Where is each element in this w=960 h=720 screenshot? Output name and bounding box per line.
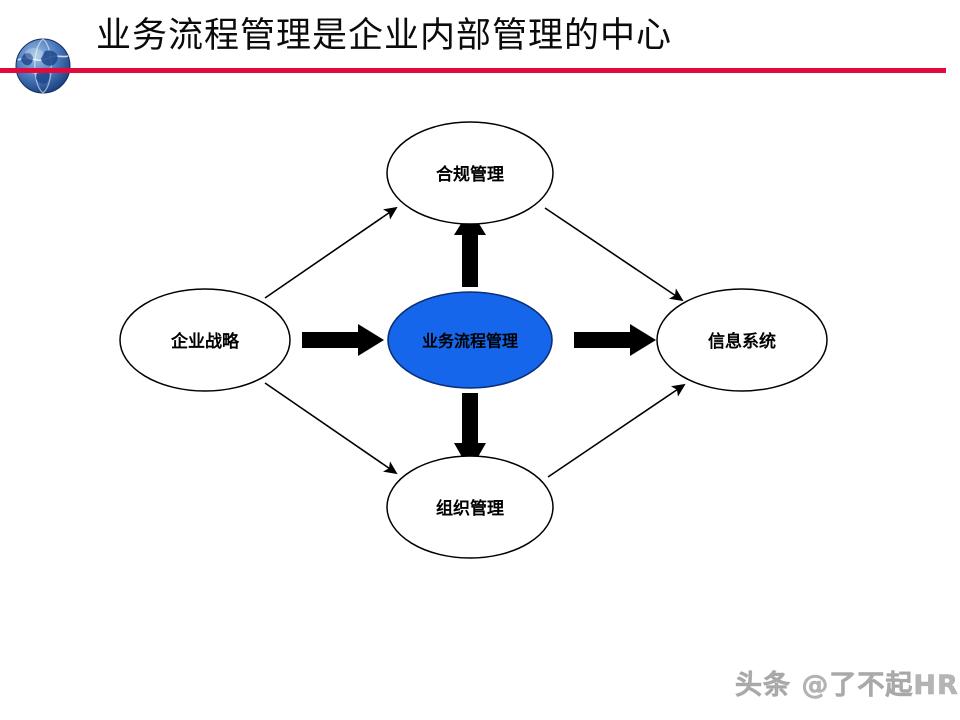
globe-icon: [12, 38, 74, 94]
edge-left-to-bottom: [264, 382, 398, 475]
node-left-label: 企业战略: [170, 331, 240, 352]
edge-bottom-to-right: [547, 383, 686, 478]
edge-center-to-right: [574, 324, 656, 356]
node-center-bpm[interactable]: 业务流程管理: [387, 291, 553, 389]
watermark-text: 头条 @了不起HR: [735, 670, 959, 702]
node-left-strategy[interactable]: 企业战略: [119, 288, 291, 392]
node-right-information-system[interactable]: 信息系统: [656, 288, 828, 392]
node-bottom-label: 组织管理: [436, 498, 504, 519]
node-top-compliance[interactable]: 合规管理: [386, 121, 554, 225]
edge-left-to-center: [302, 324, 384, 356]
page-title: 业务流程管理是企业内部管理的中心: [96, 16, 673, 56]
title-divider-rule: [0, 68, 946, 73]
node-top-label: 合规管理: [436, 164, 504, 185]
edge-top-to-right: [544, 207, 684, 302]
node-center-label: 业务流程管理: [422, 332, 518, 351]
slide-header: 业务流程管理是企业内部管理的中心: [0, 0, 960, 95]
edge-left-to-top: [264, 206, 398, 299]
edge-center-to-bottom: [454, 393, 486, 471]
process-diagram: 合规管理 企业战略 信息系统 组织管理 业务流程管理: [0, 95, 960, 655]
node-right-label: 信息系统: [708, 331, 776, 352]
edge-center-to-top: [454, 209, 486, 287]
node-bottom-organization[interactable]: 组织管理: [386, 455, 554, 559]
